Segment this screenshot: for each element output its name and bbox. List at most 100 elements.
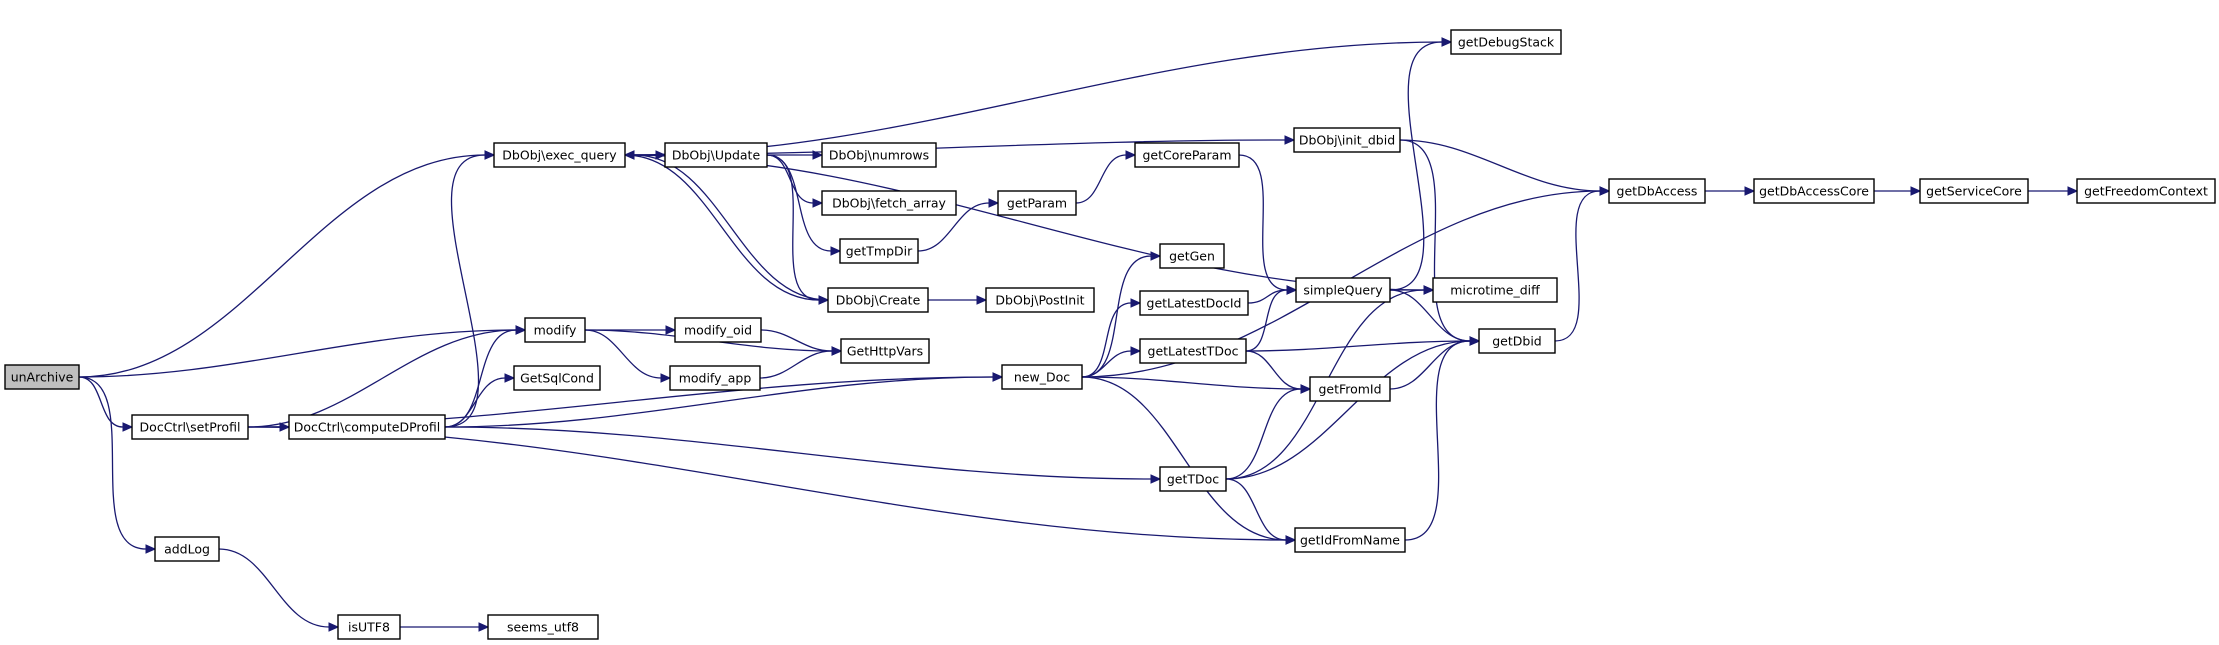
node-box[interactable] [1432,277,1558,303]
node-microtime_diff[interactable]: microtime_diff [1432,277,1558,303]
node-box[interactable] [1450,29,1562,55]
node-box[interactable] [664,142,768,168]
node-box[interactable] [288,414,446,440]
node-gethttpvars[interactable]: GetHttpVars [840,338,930,364]
arrow-head-update-to-numrows [812,150,824,160]
node-getcoreparam[interactable]: getCoreParam [1134,142,1240,168]
node-unArchive[interactable]: unArchive [4,364,80,390]
node-label: GetSqlCond [520,371,594,386]
node-label: DbObj\fetch_array [832,196,946,211]
node-getsqlcond[interactable]: GetSqlCond [513,365,601,391]
node-box[interactable] [4,364,80,390]
node-label: DbObj\PostInit [995,293,1084,308]
node-box[interactable] [2076,178,2216,204]
node-update[interactable]: DbObj\Update [664,142,768,168]
node-box[interactable] [154,536,220,562]
edge-exec_query-to-create [624,154,820,301]
edge-unArchive-to-addlog [78,376,147,550]
node-addlog[interactable]: addLog [154,536,220,562]
node-getservicecore[interactable]: getServiceCore [1919,178,2029,204]
node-box[interactable] [985,287,1095,313]
node-gettmpdir[interactable]: getTmpDir [839,238,919,264]
node-box[interactable] [839,238,919,264]
node-init_dbid[interactable]: DbObj\init_dbid [1293,127,1401,153]
node-simplequery[interactable]: simpleQuery [1295,277,1391,303]
node-seems_utf8[interactable]: seems_utf8 [487,614,599,640]
node-fetch_array[interactable]: DbObj\fetch_array [821,190,957,216]
node-box[interactable] [487,614,599,640]
node-modify[interactable]: modify [524,317,586,343]
node-box[interactable] [827,287,929,313]
edge-gettdoc-to-getfromid [1225,388,1302,480]
node-box[interactable] [1139,290,1249,316]
node-getgen[interactable]: getGen [1159,243,1225,269]
node-postinit[interactable]: DbObj\PostInit [985,287,1095,313]
arrow-head-create-to-postinit [976,295,988,305]
node-new_doc[interactable]: new_Doc [1001,364,1083,390]
node-box[interactable] [1159,466,1227,492]
node-box[interactable] [840,338,930,364]
node-label: getFromId [1318,382,1381,397]
edge-getdbid-to-getdbaccess [1554,190,1601,342]
node-box[interactable] [1001,364,1083,390]
edge-create-to-exec_query [633,154,829,301]
node-box[interactable] [513,365,601,391]
arrow-head-getidfromname-to-getdbid [1469,336,1481,346]
arrow-head-getdbaccesscore-to-getservicecore [1910,186,1922,196]
node-box[interactable] [1608,178,1706,204]
node-box[interactable] [669,365,761,391]
arrow-head-modify_app-to-gethttpvars [831,346,843,356]
node-isutf8[interactable]: isUTF8 [337,614,401,640]
node-getdbaccess[interactable]: getDbAccess [1608,178,1706,204]
node-create[interactable]: DbObj\Create [827,287,929,313]
node-box[interactable] [524,317,586,343]
node-box[interactable] [997,190,1077,216]
node-getparam[interactable]: getParam [997,190,1077,216]
node-label: getFreedomContext [2084,184,2208,199]
node-box[interactable] [1134,142,1240,168]
arrow-head-new_doc-to-getgen [1150,251,1162,261]
node-label: modify_app [679,371,752,386]
node-box[interactable] [1293,127,1401,153]
node-box[interactable] [1139,338,1247,364]
arrow-head-modify-to-modify_app [660,373,672,383]
node-exec_query[interactable]: DbObj\exec_query [493,142,626,168]
node-computedprofil[interactable]: DocCtrl\computeDProfil [288,414,446,440]
node-getfreedomcontext[interactable]: getFreedomContext [2076,178,2216,204]
node-box[interactable] [821,142,937,168]
node-box[interactable] [1753,178,1875,204]
node-box[interactable] [1159,243,1225,269]
node-box[interactable] [674,317,762,343]
node-box[interactable] [1478,328,1556,354]
node-setprofil[interactable]: DocCtrl\setProfil [131,414,249,440]
node-box[interactable] [1919,178,2029,204]
node-label: getGen [1169,249,1215,264]
node-modify_oid[interactable]: modify_oid [674,317,762,343]
node-modify_app[interactable]: modify_app [669,365,761,391]
node-box[interactable] [1295,277,1391,303]
arrow-head-getdbaccess-to-getdbaccesscore [1744,186,1756,196]
node-box[interactable] [493,142,626,168]
node-getdbaccesscore[interactable]: getDbAccessCore [1753,178,1875,204]
node-box[interactable] [1309,376,1391,402]
node-gettdoc[interactable]: getTDoc [1159,466,1227,492]
node-getlatestdocid[interactable]: getLatestDocId [1139,290,1249,316]
node-label: getParam [1007,196,1067,211]
node-box[interactable] [131,414,249,440]
arrow-head-computedprofil-to-modify [515,325,527,335]
node-numrows[interactable]: DbObj\numrows [821,142,937,168]
node-label: getDbAccess [1617,184,1698,199]
node-getdbid[interactable]: getDbid [1478,328,1556,354]
edge-setprofil-to-modify [247,329,517,428]
node-box[interactable] [821,190,957,216]
node-getfromid[interactable]: getFromId [1309,376,1391,402]
node-box[interactable] [337,614,401,640]
node-getidfromname[interactable]: getIdFromName [1294,527,1406,553]
node-getlatesttdoc[interactable]: getLatestTDoc [1139,338,1247,364]
node-box[interactable] [1294,527,1406,553]
edge-getcoreparam-to-simplequery [1238,154,1288,291]
node-getdebugstack[interactable]: getDebugStack [1450,29,1562,55]
node-label: seems_utf8 [507,620,579,635]
edge-new_doc-to-getlatestdocid [1081,302,1132,378]
